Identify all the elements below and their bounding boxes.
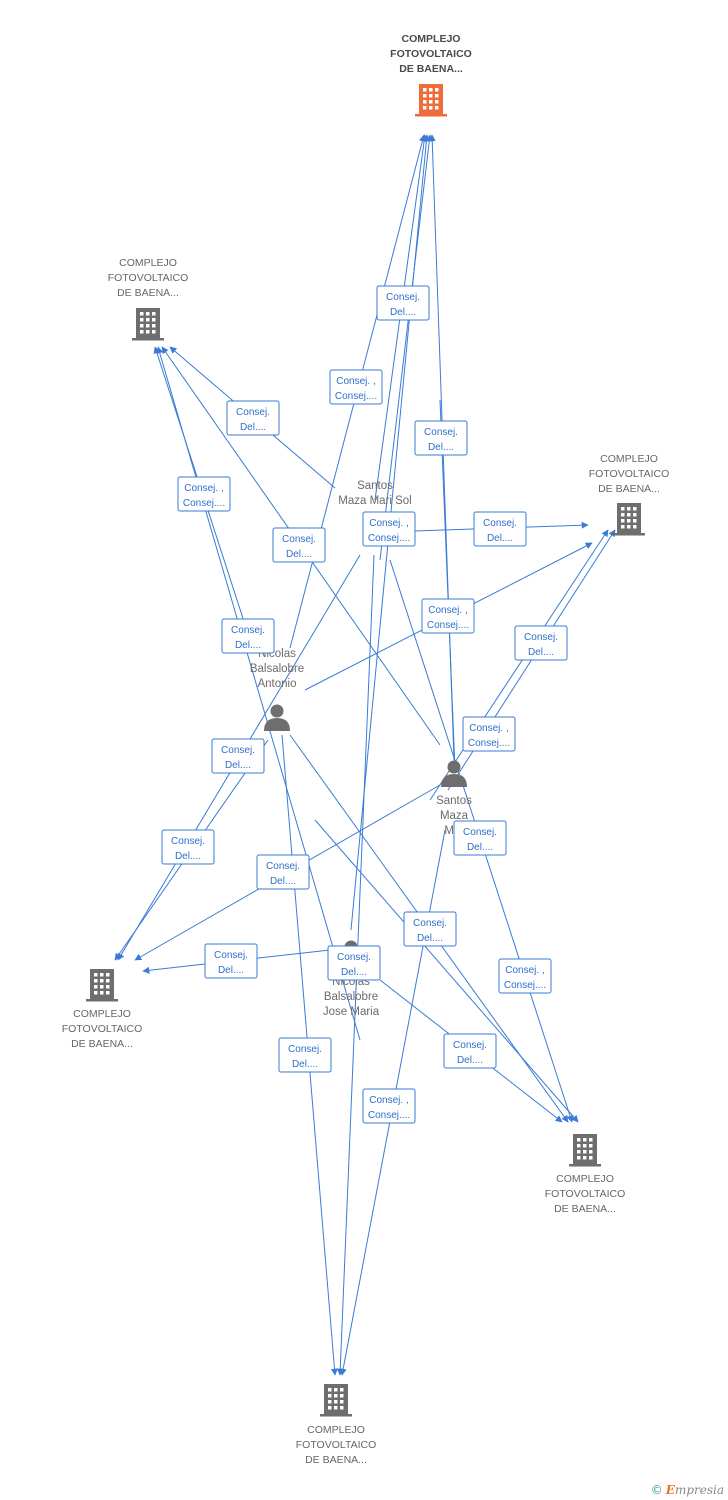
edge-label-text: Consej. ,Consej.... xyxy=(183,483,225,509)
edge-label-text: Consej.Del.... xyxy=(266,861,300,887)
edge-label-box[interactable]: Consej.Del.... xyxy=(414,420,468,456)
edge-label-box[interactable]: Consej.Del.... xyxy=(221,618,275,654)
main-company-building-icon[interactable] xyxy=(415,84,447,117)
edge-label-text: Consej. ,Consej.... xyxy=(335,376,377,402)
edge-label-box[interactable]: Consej.Del.... xyxy=(161,829,215,865)
edge-label-text: Consej.Del.... xyxy=(214,950,248,976)
edge-label-text: Consej.Del.... xyxy=(337,952,371,978)
edge-label-box[interactable]: Consej. ,Consej.... xyxy=(177,476,231,512)
edge-label-box[interactable]: Consej.Del.... xyxy=(278,1037,332,1073)
edge-label-text: Consej.Del.... xyxy=(453,1040,487,1066)
edge-label-text: Consej. ,Consej.... xyxy=(504,965,546,991)
edge-label-text: Consej.Del.... xyxy=(413,918,447,944)
edge-label-box[interactable]: Consej.Del.... xyxy=(204,943,258,979)
edge-line xyxy=(429,529,609,801)
edge-label-text: Consej.Del.... xyxy=(463,827,497,853)
edge-label-box[interactable]: Consej.Del.... xyxy=(211,738,265,774)
edge-labels: Consej.Del.... Consej. ,Consej.... Consej.… xyxy=(161,285,568,1124)
edge-line xyxy=(314,819,579,1123)
edge-label-text: Consej.Del.... xyxy=(386,292,420,318)
edge-label-box[interactable]: Consej.Del.... xyxy=(327,945,381,981)
edge-label-text: Consej.Del.... xyxy=(282,534,316,560)
edge-label-text: Consej.Del.... xyxy=(424,427,458,453)
company-building-icon[interactable] xyxy=(613,503,645,536)
edge-label-text: Consej. ,Consej.... xyxy=(368,1095,410,1121)
edge-label-box[interactable]: Consej.Del.... xyxy=(473,511,527,547)
edge-label-box[interactable]: Consej.Del.... xyxy=(376,285,430,321)
edge-label-box[interactable]: Consej. ,Consej.... xyxy=(329,369,383,405)
edge-label-text: Consej.Del.... xyxy=(236,407,270,433)
edge-label-text: Consej.Del.... xyxy=(483,518,517,544)
edge-label-text: Consej. ,Consej.... xyxy=(468,723,510,749)
edge-label-box[interactable]: Consej. ,Consej.... xyxy=(362,511,416,547)
edge-label-text: Consej.Del.... xyxy=(171,836,205,862)
empresia-watermark: ©Empresia xyxy=(650,1483,724,1497)
edge-label-box[interactable]: Consej. ,Consej.... xyxy=(362,1088,416,1124)
relationship-edges xyxy=(114,134,616,1376)
edge-label-box[interactable]: Consej. ,Consej.... xyxy=(421,598,475,634)
company-building-icon[interactable] xyxy=(132,308,164,341)
edge-label-box[interactable]: Consej.Del.... xyxy=(256,854,310,890)
edge-label-box[interactable]: Consej. ,Consej.... xyxy=(498,958,552,994)
edge-line xyxy=(379,134,433,561)
edge-label-box[interactable]: Consej.Del.... xyxy=(443,1033,497,1069)
person-icon[interactable] xyxy=(264,704,290,732)
edge-label-box[interactable]: Consej.Del.... xyxy=(403,911,457,947)
company-building-icon[interactable] xyxy=(320,1384,352,1417)
edge-line xyxy=(156,346,361,1041)
person-name[interactable]: SantosMazaMat xyxy=(436,795,472,837)
edge-label-text: Consej.Del.... xyxy=(221,745,255,771)
edge-label-text: Consej.Del.... xyxy=(231,625,265,651)
edge-label-text: Consej. ,Consej.... xyxy=(368,518,410,544)
company-building-icon[interactable] xyxy=(569,1134,601,1167)
edge-label-text: Consej.Del.... xyxy=(288,1044,322,1070)
edge-label-box[interactable]: Consej.Del.... xyxy=(514,625,568,661)
edge-label-text: Consej.Del.... xyxy=(524,632,558,658)
edge-label-text: Consej. ,Consej.... xyxy=(427,605,469,631)
company-building-icon[interactable] xyxy=(86,969,118,1002)
edge-label-box[interactable]: Consej.Del.... xyxy=(453,820,507,856)
edge-line xyxy=(439,399,459,771)
edge-label-box[interactable]: Consej. ,Consej.... xyxy=(462,716,516,752)
edge-label-box[interactable]: Consej.Del.... xyxy=(272,527,326,563)
person-icon[interactable] xyxy=(441,760,467,788)
edge-label-box[interactable]: Consej.Del.... xyxy=(226,400,280,436)
